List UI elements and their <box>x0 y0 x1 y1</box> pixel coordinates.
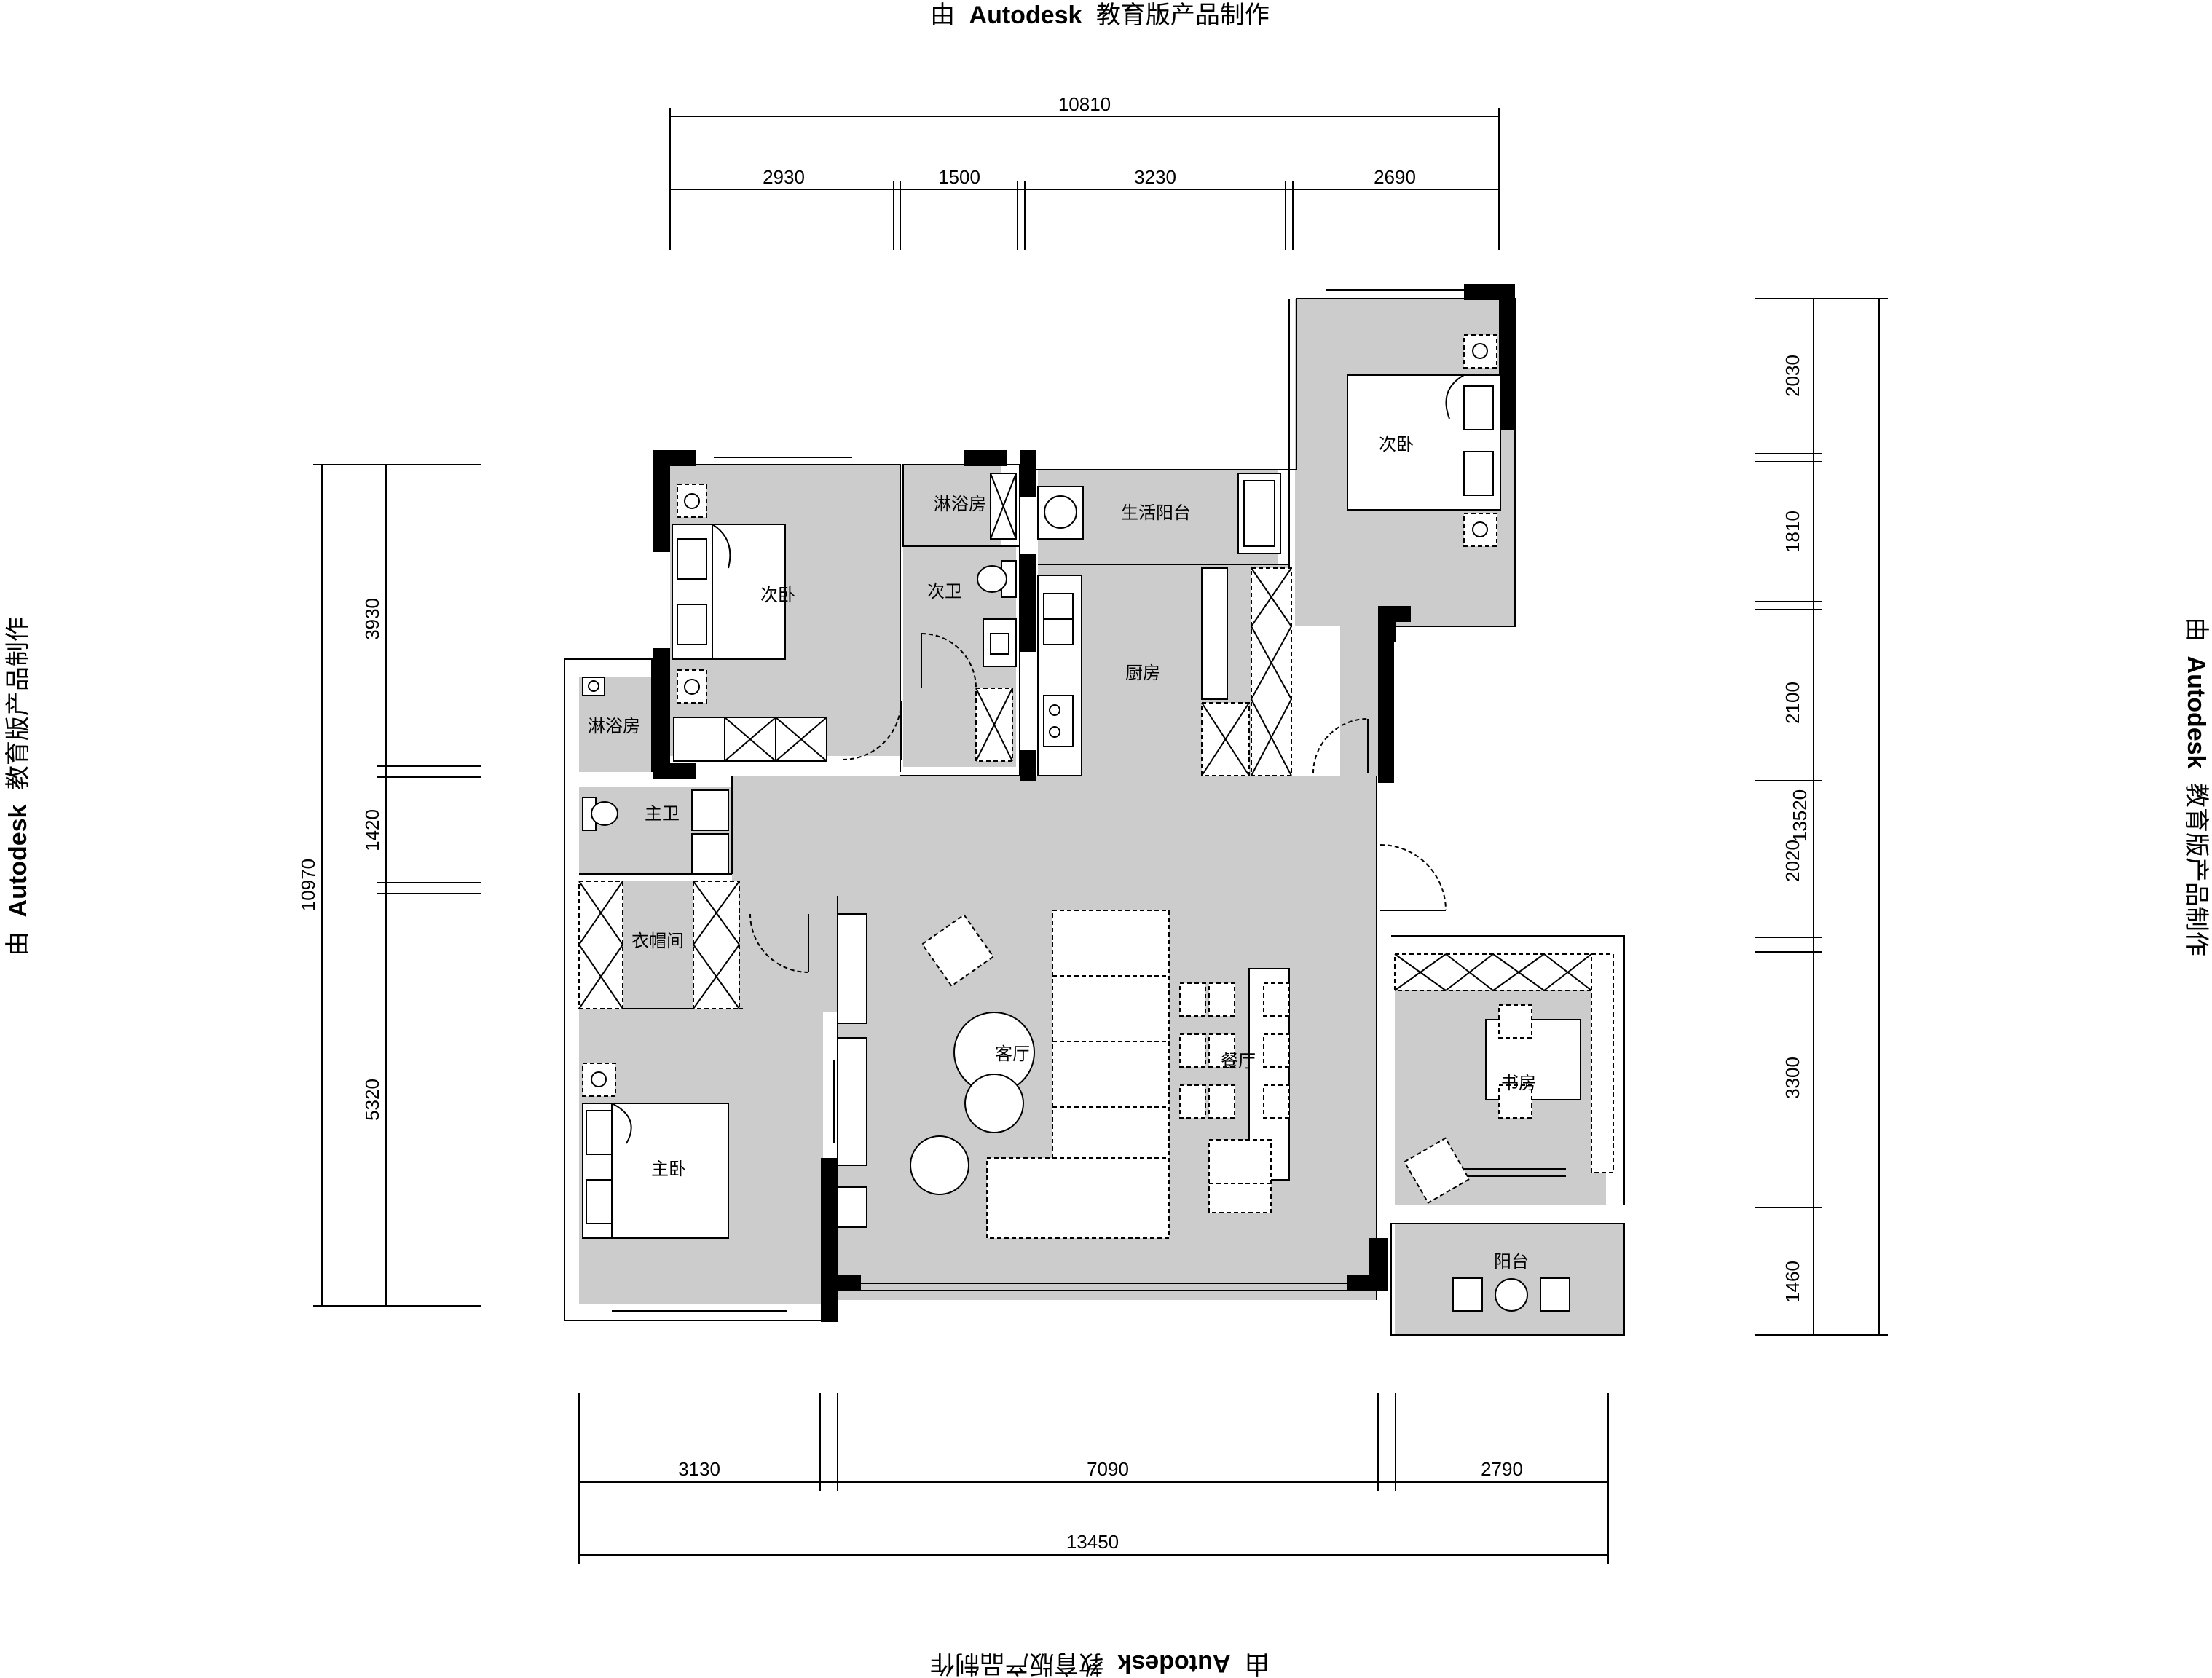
watermark-suffix: 教育版产品制作 <box>4 617 32 790</box>
dim-right-seg: 2100 <box>1782 682 1803 724</box>
dining-table-icon <box>1179 968 1290 1213</box>
nightstand-icon <box>582 1063 616 1097</box>
armchair-icon <box>1403 1137 1471 1204</box>
dim-bottom-seg: 2790 <box>1481 1458 1523 1480</box>
watermark-suffix: 教育版产品制作 <box>930 1650 1103 1677</box>
cabinet-icon <box>975 688 1013 762</box>
dim-bottom-seg: 3130 <box>678 1458 720 1480</box>
room-label-bedroom-left: 次卧 <box>760 585 795 605</box>
watermark-brand: Autodesk <box>1117 1650 1230 1677</box>
balcony-table-icon <box>1452 1277 1570 1312</box>
room-labels: 次卧 淋浴房 次卫 生活阳台 厨房 次卧 淋浴房 主卫 衣帽间 主卧 客厅 餐厅… <box>588 434 1536 1272</box>
walls <box>653 284 1515 1322</box>
dim-top-seg: 1500 <box>938 166 980 188</box>
dimension-top: 10810 2930 1500 3230 2690 <box>669 93 1500 250</box>
dim-top-total: 10810 <box>1058 93 1111 115</box>
dim-right-seg: 2030 <box>1782 355 1803 397</box>
room-label-utility-balcony: 生活阳台 <box>1121 503 1191 523</box>
nightstand-icon <box>677 484 707 704</box>
bed-master-bedroom <box>582 1103 729 1239</box>
dim-top-seg: 2690 <box>1374 166 1416 188</box>
bed-left-bedroom <box>672 524 786 660</box>
closet-cabinets <box>578 881 740 1009</box>
doors <box>749 633 1447 973</box>
watermark-brand: Autodesk <box>969 1 1082 29</box>
dimension-bottom: 3130 7090 2790 13450 <box>578 1393 1609 1564</box>
study-cabinet <box>1394 953 1614 1173</box>
dim-bottom-total: 13450 <box>1066 1531 1119 1553</box>
dim-right-seg: 1460 <box>1782 1261 1803 1303</box>
watermark-prefix: 由 <box>930 1 955 29</box>
watermark-suffix: 教育版产品制作 <box>2182 783 2210 956</box>
kitchen-counter <box>1037 567 1292 776</box>
svg-text:由 Autodesk 教育版产品制作: 由 Autodesk 教育版产品制作 <box>2182 617 2210 956</box>
washing-machine-icon <box>1037 486 1084 540</box>
dim-right-seg: 1810 <box>1782 511 1803 553</box>
dim-top-seg: 2930 <box>763 166 805 188</box>
dimension-right: 13520 2030 1810 2100 2020 3300 1460 <box>1755 298 1888 1336</box>
watermark-bottom: 由 Autodesk 教育版产品制作 <box>930 1650 1270 1677</box>
room-label-balcony: 阳台 <box>1494 1251 1529 1272</box>
watermark-prefix: 由 <box>4 931 32 956</box>
dim-left-seg: 1420 <box>361 809 383 851</box>
shower-left <box>582 677 605 696</box>
nightstand-icon <box>1463 334 1497 547</box>
dim-top-seg: 3230 <box>1134 166 1176 188</box>
armchair-icon <box>921 913 995 988</box>
watermark-right: 由 Autodesk 教育版产品制作 <box>2182 617 2210 956</box>
dim-bottom-seg: 7090 <box>1087 1458 1129 1480</box>
svg-text:由 Autodesk 教育版产品制作: 由 Autodesk 教育版产品制作 <box>930 1650 1270 1677</box>
watermark-top: 由 Autodesk 教育版产品制作 <box>930 1 1270 29</box>
shower-top <box>990 473 1017 540</box>
room-label-second-bath: 次卫 <box>927 581 962 602</box>
watermark-prefix: 由 <box>2182 617 2210 642</box>
coffee-table-icon <box>953 1012 1035 1133</box>
room-label-master-bath: 主卫 <box>645 803 680 824</box>
dim-right-seg: 3300 <box>1782 1057 1803 1099</box>
dim-left-seg: 3930 <box>361 598 383 640</box>
room-label-shower-left: 淋浴房 <box>588 716 640 736</box>
room-label-living-room: 客厅 <box>995 1044 1030 1064</box>
sofa-icon <box>986 910 1170 1239</box>
room-label-dining-room: 餐厅 <box>1221 1051 1256 1071</box>
dim-right-seg: 2020 <box>1782 840 1803 882</box>
toilet-icon <box>977 560 1017 598</box>
dim-right-total: 13520 <box>1789 789 1811 842</box>
room-label-kitchen: 厨房 <box>1125 663 1160 683</box>
tv-cabinet <box>833 913 867 1228</box>
desk-icon <box>1485 1004 1581 1119</box>
svg-text:由 Autodesk 教育版产品制作: 由 Autodesk 教育版产品制作 <box>930 1 1270 29</box>
watermark-left: 由 Autodesk 教育版产品制作 <box>4 617 32 956</box>
watermark-brand: Autodesk <box>4 804 32 917</box>
room-label-study: 书房 <box>1501 1073 1536 1093</box>
watermark-brand: Autodesk <box>2182 656 2210 769</box>
bathtub-icon <box>1237 473 1281 554</box>
watermark-suffix: 教育版产品制作 <box>1096 1 1270 29</box>
room-label-walk-in-closet: 衣帽间 <box>631 931 684 951</box>
sink-icon <box>691 789 729 875</box>
dim-left-seg: 5320 <box>361 1079 383 1121</box>
dimension-left: 10970 3930 1420 5320 <box>297 464 481 1307</box>
room-label-bedroom-right: 次卧 <box>1379 434 1414 454</box>
bed-right-bedroom <box>1347 374 1501 511</box>
room-label-shower-top: 淋浴房 <box>934 494 986 514</box>
toilet-icon <box>582 797 618 831</box>
wardrobe-left-bedroom <box>673 717 827 762</box>
sink-icon <box>983 618 1017 667</box>
room-label-master-bedroom: 主卧 <box>651 1159 686 1179</box>
stool-icon <box>910 1135 969 1195</box>
watermark-prefix: 由 <box>1245 1650 1270 1677</box>
dim-left-total: 10970 <box>297 859 319 911</box>
svg-text:由 Autodesk 教育版产品制作: 由 Autodesk 教育版产品制作 <box>4 617 32 956</box>
